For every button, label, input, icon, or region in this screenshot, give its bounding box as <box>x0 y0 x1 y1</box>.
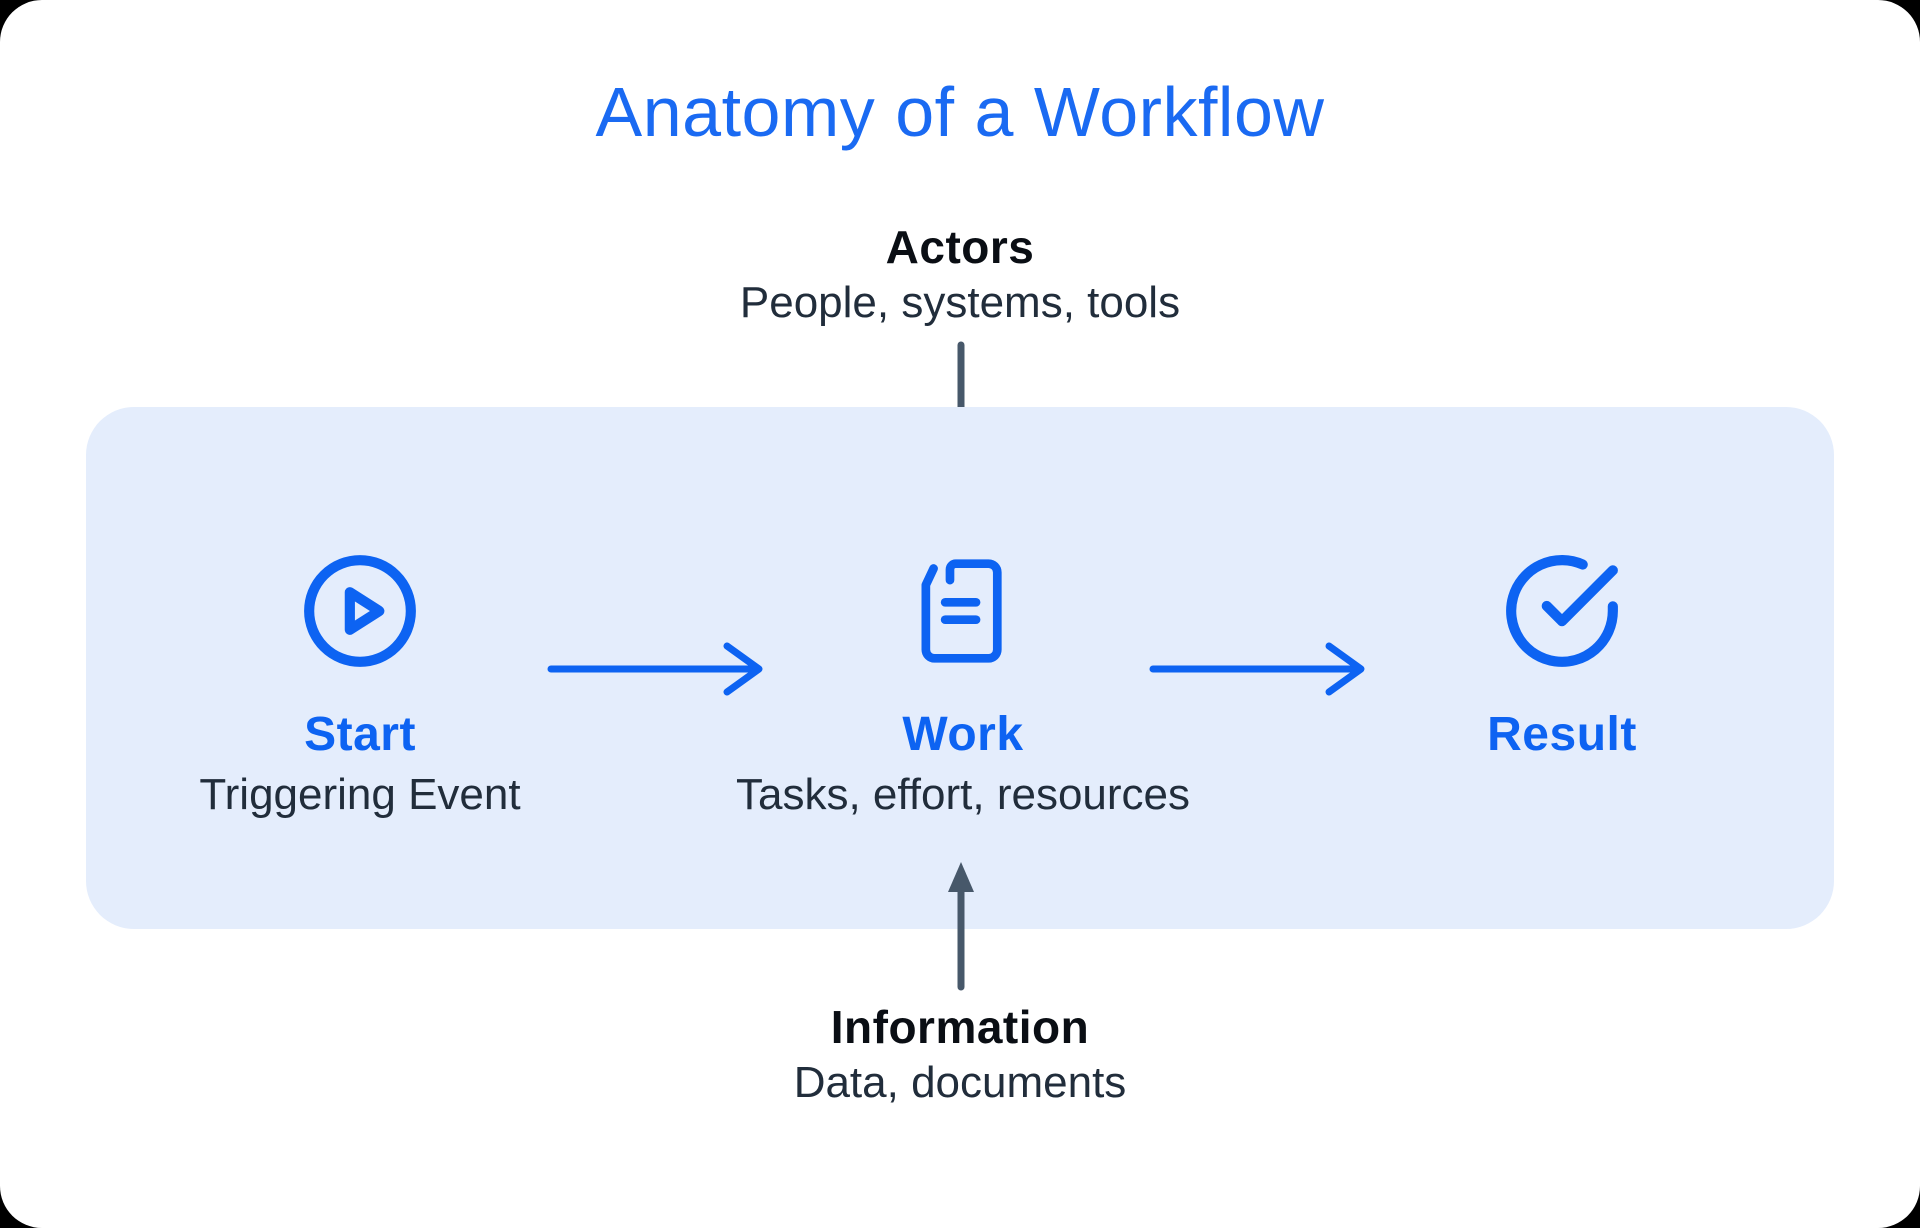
information-label: Information <box>830 1001 1090 1053</box>
actors-label: Actors <box>885 221 1035 273</box>
workflow-band <box>86 407 1834 929</box>
arrow-right-icon <box>543 639 777 699</box>
page-title: Anatomy of a Workflow <box>595 73 1325 151</box>
check-circle-icon <box>1302 549 1822 673</box>
step-label: Result <box>1487 708 1637 761</box>
step-label: Work <box>902 708 1024 761</box>
step-label: Start <box>304 708 416 761</box>
play-circle-icon <box>100 549 620 673</box>
arrow-up-icon <box>941 860 981 992</box>
actors-description: People, systems, tools <box>739 278 1181 327</box>
information-description: Data, documents <box>793 1058 1127 1107</box>
arrow-right-icon <box>1145 639 1379 699</box>
workflow-step-work: Work Tasks, effort, resources <box>703 549 1223 820</box>
workflow-step-start: Start Triggering Event <box>100 549 620 820</box>
workflow-step-result: Result <box>1302 549 1822 770</box>
step-description: Triggering Event <box>199 770 521 819</box>
step-description: Tasks, effort, resources <box>735 770 1191 819</box>
document-icon <box>703 549 1223 673</box>
